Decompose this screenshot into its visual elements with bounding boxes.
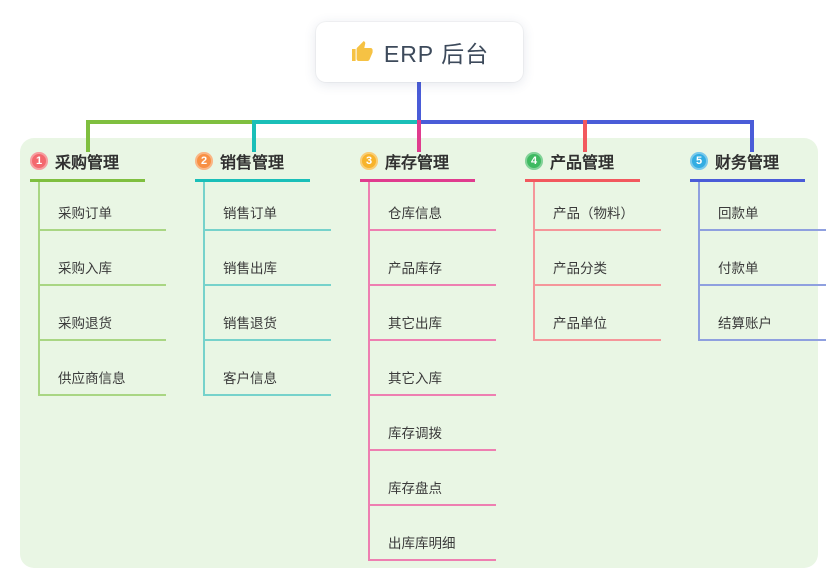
child-label: 销售退货 [223,316,277,331]
branch-number-badge: 2 [195,151,213,170]
thumbs-up-icon [351,41,373,61]
branch-title: 产品管理 [550,154,615,172]
child-label: 产品分类 [553,261,607,276]
branch-column: 2 销售管理销售订单销售出库销售退货客户信息 [195,146,331,396]
list-item[interactable]: 其它入库 [370,341,496,396]
children-list: 销售订单销售出库销售退货客户信息 [203,182,331,396]
branch-header[interactable]: 3 库存管理 [360,146,475,182]
mindmap-panel [20,138,818,568]
branch-title: 财务管理 [715,154,780,172]
child-label: 出库库明细 [388,536,456,551]
child-label: 销售出库 [223,261,277,276]
child-label: 其它入库 [388,371,442,386]
list-item[interactable]: 出库库明细 [370,506,496,561]
branch-column: 4 产品管理产品（物料） 产品分类产品单位 [525,146,661,341]
branch-column: 5 财务管理回款单付款单结算账户 [690,146,826,341]
branch-header[interactable]: 5 财务管理 [690,146,805,182]
list-item[interactable]: 结算账户 [700,286,826,341]
child-label: 采购订单 [58,206,112,221]
list-item[interactable]: 销售退货 [205,286,331,341]
branch-title: 库存管理 [385,154,450,172]
list-item[interactable]: 产品单位 [535,286,661,341]
child-label: 产品（物料） [553,206,634,221]
child-label: 采购退货 [58,316,112,331]
root-node[interactable]: ERP 后台 [316,22,523,82]
children-list: 仓库信息产品库存其它出库其它入库库存调拨库存盘点出库库明细 [368,182,496,561]
child-label: 产品库存 [388,261,442,276]
branch-title: 销售管理 [220,154,285,172]
branch-column: 1 采购管理采购订单采购入库采购退货供应商信息 [30,146,166,396]
children-list: 产品（物料） 产品分类产品单位 [533,182,661,341]
child-label: 供应商信息 [58,371,126,386]
branch-header[interactable]: 2 销售管理 [195,146,310,182]
list-item[interactable]: 库存调拨 [370,396,496,451]
list-item[interactable]: 产品分类 [535,231,661,286]
child-label: 库存调拨 [388,426,442,441]
branch-number-badge: 4 [525,151,543,170]
list-item[interactable]: 客户信息 [205,341,331,396]
list-item[interactable]: 其它出库 [370,286,496,341]
list-item[interactable]: 产品（物料） [535,182,661,231]
list-item[interactable]: 库存盘点 [370,451,496,506]
branch-header[interactable]: 1 采购管理 [30,146,145,182]
child-label: 产品单位 [553,316,607,331]
list-item[interactable]: 销售出库 [205,231,331,286]
list-item[interactable]: 回款单 [700,182,826,231]
child-label: 其它出库 [388,316,442,331]
children-list: 采购订单采购入库采购退货供应商信息 [38,182,166,396]
child-label: 仓库信息 [388,206,442,221]
root-label: ERP 后台 [383,41,490,67]
list-item[interactable]: 产品库存 [370,231,496,286]
list-item[interactable]: 销售订单 [205,182,331,231]
child-label: 结算账户 [718,316,772,331]
list-item[interactable]: 采购订单 [40,182,166,231]
branch-number-badge: 5 [690,151,708,170]
child-label: 销售订单 [223,206,277,221]
branch-header[interactable]: 4 产品管理 [525,146,640,182]
child-label: 回款单 [718,206,759,221]
child-label: 付款单 [718,261,759,276]
child-label: 采购入库 [58,261,112,276]
branch-number-badge: 3 [360,151,378,170]
child-label: 客户信息 [223,371,277,386]
branch-column: 3 库存管理仓库信息产品库存其它出库其它入库库存调拨库存盘点出库库明细 [360,146,496,561]
list-item[interactable]: 付款单 [700,231,826,286]
branch-title: 采购管理 [55,154,120,172]
list-item[interactable]: 仓库信息 [370,182,496,231]
list-item[interactable]: 供应商信息 [40,341,166,396]
list-item[interactable]: 采购入库 [40,231,166,286]
child-label: 库存盘点 [388,481,442,496]
children-list: 回款单付款单结算账户 [698,182,826,341]
list-item[interactable]: 采购退货 [40,286,166,341]
branch-number-badge: 1 [30,151,48,170]
